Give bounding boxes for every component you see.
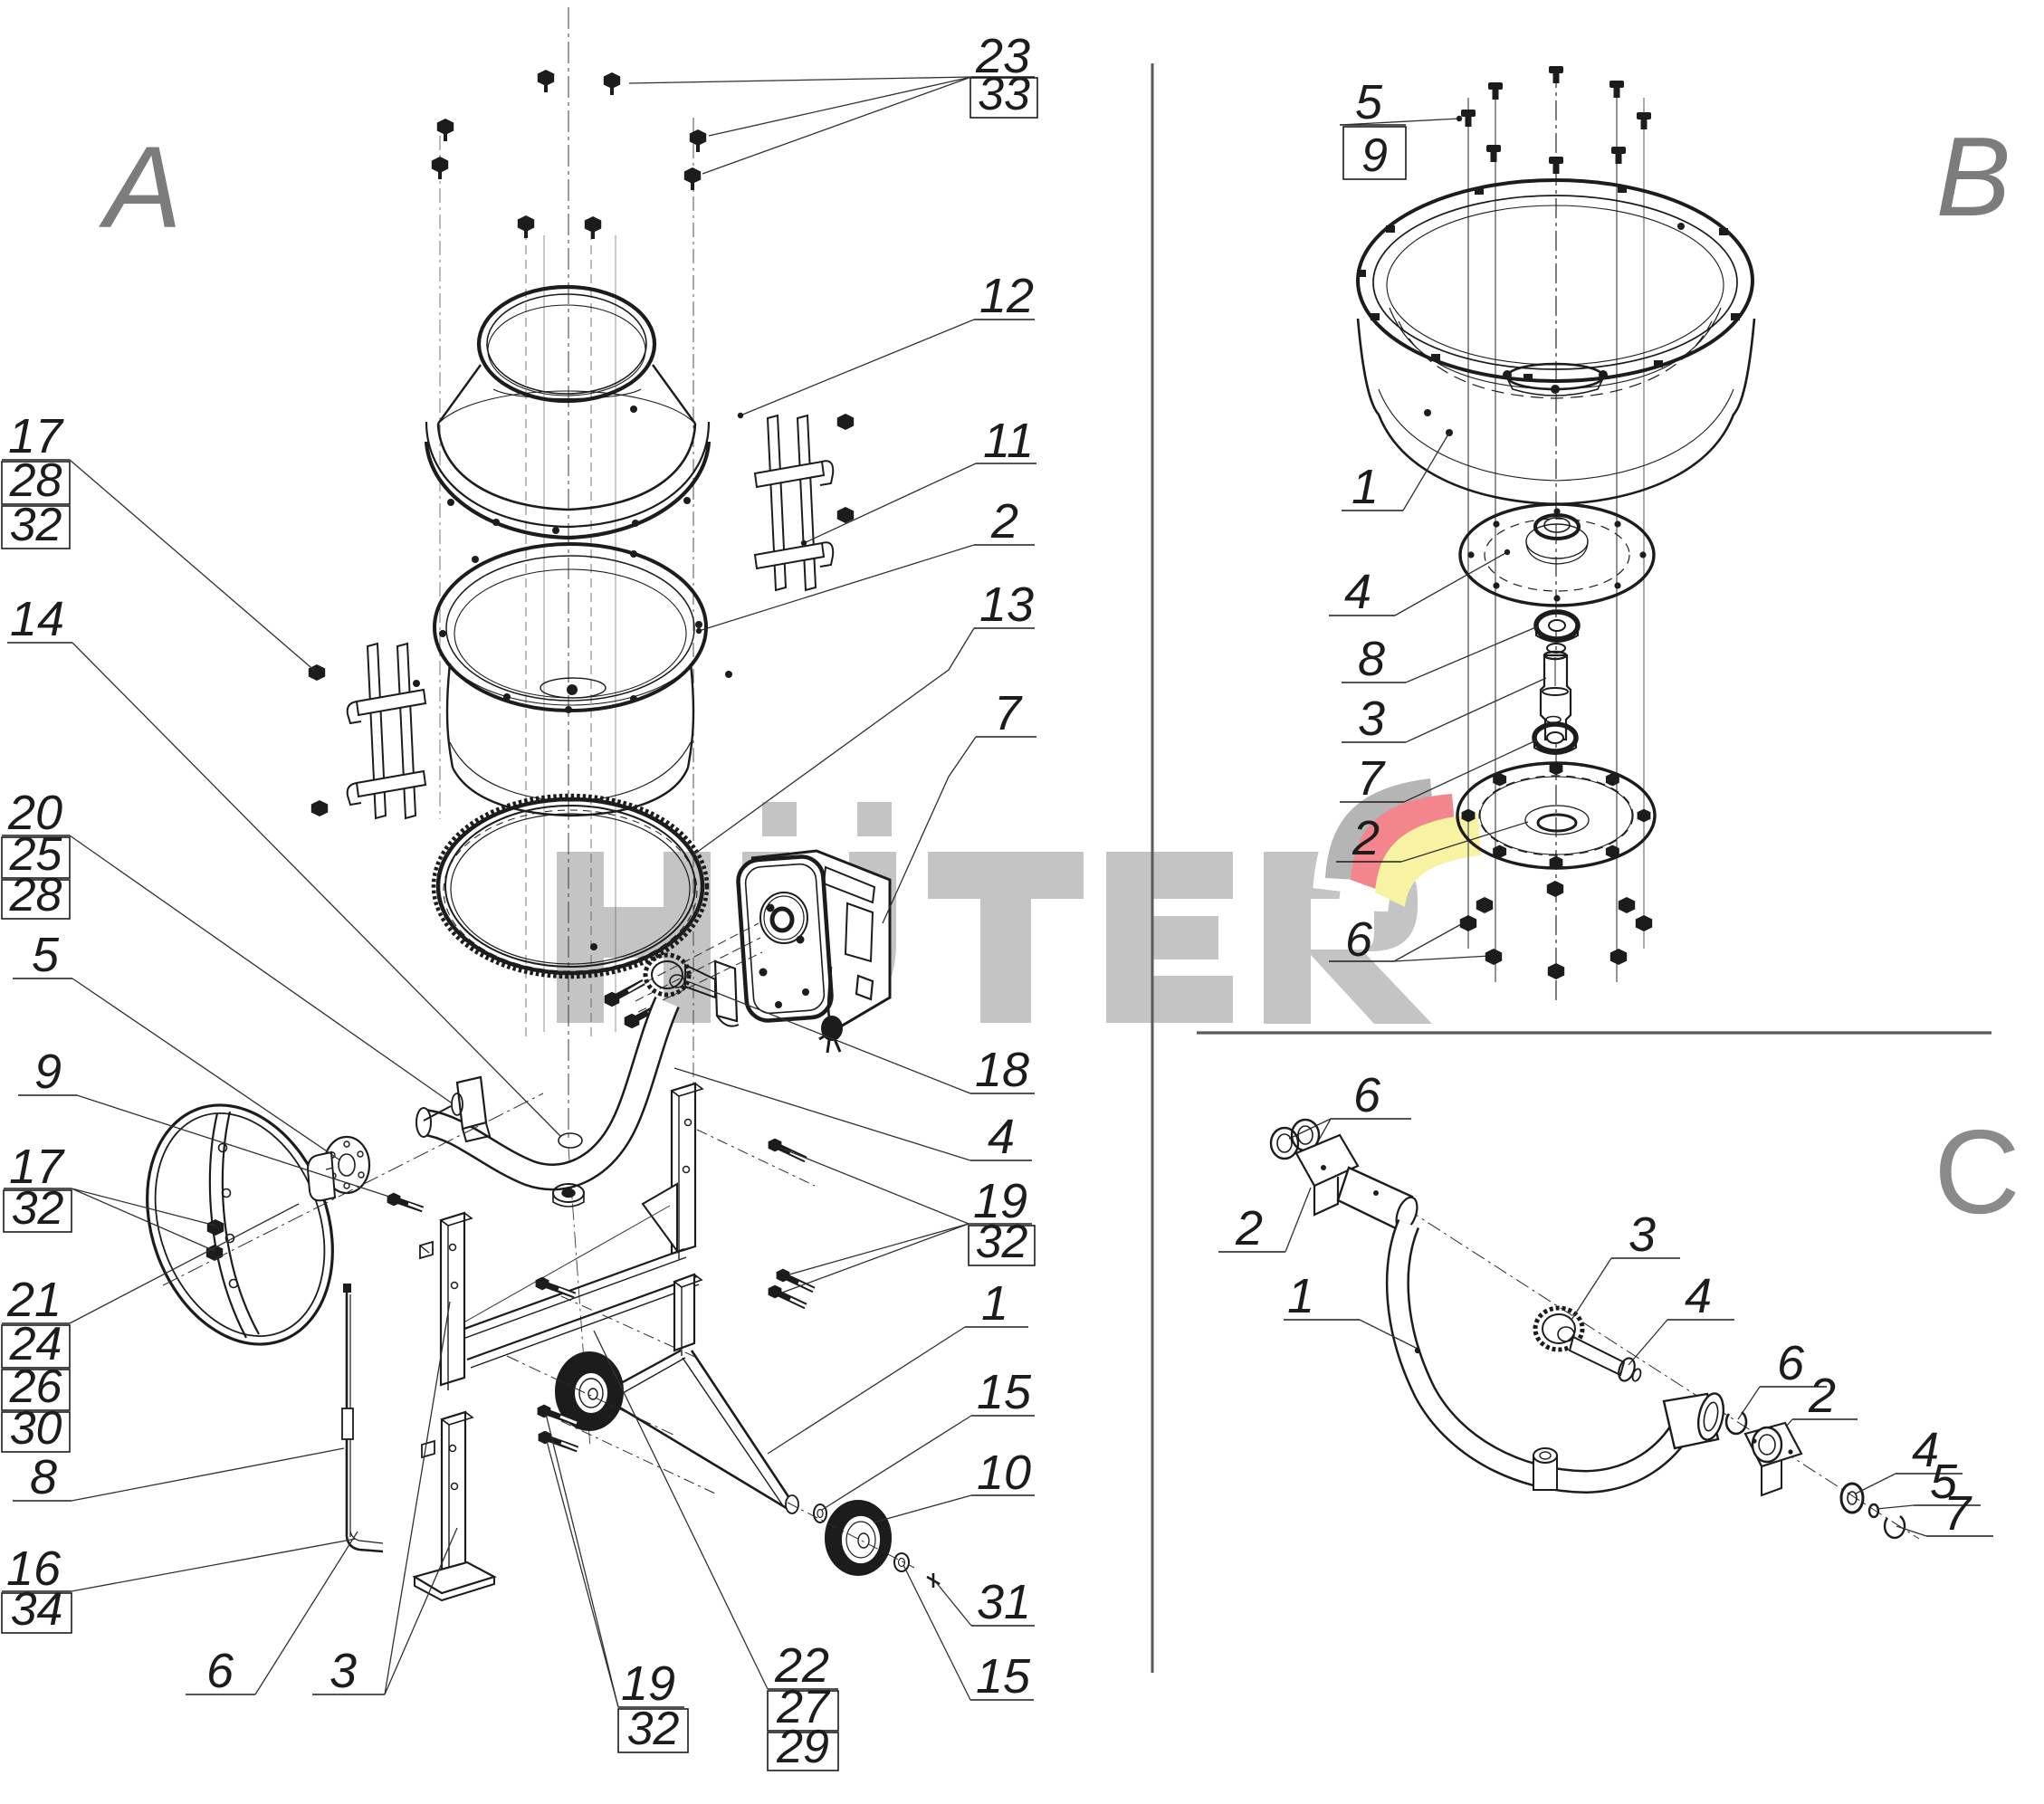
svg-text:32: 32 bbox=[976, 1216, 1028, 1268]
svg-text:22: 22 bbox=[774, 1638, 829, 1693]
svg-text:30: 30 bbox=[10, 1402, 62, 1455]
svg-text:6: 6 bbox=[1345, 912, 1373, 967]
svg-text:2: 2 bbox=[990, 494, 1018, 549]
svg-text:17: 17 bbox=[8, 409, 64, 463]
svg-text:25: 25 bbox=[9, 828, 63, 881]
svg-text:2: 2 bbox=[1808, 1369, 1836, 1423]
svg-text:31: 31 bbox=[977, 1575, 1031, 1629]
svg-text:8: 8 bbox=[1358, 632, 1385, 686]
svg-text:12: 12 bbox=[979, 269, 1034, 323]
svg-text:1: 1 bbox=[981, 1276, 1008, 1331]
svg-text:18: 18 bbox=[975, 1043, 1029, 1097]
svg-text:B: B bbox=[1936, 115, 2011, 240]
svg-text:29: 29 bbox=[776, 1721, 829, 1773]
svg-text:24: 24 bbox=[9, 1318, 62, 1370]
svg-text:4: 4 bbox=[1912, 1423, 1939, 1477]
svg-text:3: 3 bbox=[330, 1644, 357, 1698]
svg-text:9: 9 bbox=[1361, 129, 1388, 182]
svg-text:4: 4 bbox=[1344, 565, 1371, 619]
svg-text:3: 3 bbox=[1629, 1207, 1656, 1262]
svg-text:5: 5 bbox=[1930, 1455, 1958, 1509]
svg-text:21: 21 bbox=[6, 1273, 62, 1327]
svg-text:28: 28 bbox=[9, 454, 62, 507]
svg-text:6: 6 bbox=[206, 1644, 234, 1698]
svg-text:32: 32 bbox=[10, 499, 62, 551]
svg-text:10: 10 bbox=[977, 1446, 1031, 1500]
svg-text:3: 3 bbox=[1358, 692, 1385, 746]
svg-text:5: 5 bbox=[32, 928, 60, 982]
svg-text:14: 14 bbox=[10, 592, 64, 646]
svg-text:C: C bbox=[1934, 1105, 2020, 1238]
svg-text:7: 7 bbox=[994, 686, 1023, 740]
svg-text:8: 8 bbox=[30, 1450, 57, 1504]
svg-text:2: 2 bbox=[1352, 811, 1380, 865]
svg-text:34: 34 bbox=[11, 1583, 63, 1636]
svg-text:11: 11 bbox=[983, 414, 1034, 468]
svg-text:2: 2 bbox=[1235, 1201, 1263, 1255]
svg-text:5: 5 bbox=[1355, 75, 1383, 129]
svg-text:13: 13 bbox=[979, 577, 1034, 632]
svg-text:20: 20 bbox=[7, 786, 62, 840]
svg-text:23: 23 bbox=[975, 29, 1030, 83]
svg-text:33: 33 bbox=[978, 68, 1030, 120]
svg-text:7: 7 bbox=[1357, 751, 1386, 806]
svg-text:A: A bbox=[98, 123, 181, 253]
svg-text:15: 15 bbox=[977, 1365, 1032, 1419]
svg-text:1: 1 bbox=[1287, 1269, 1314, 1323]
svg-text:17: 17 bbox=[9, 1140, 65, 1194]
svg-text:6: 6 bbox=[1777, 1336, 1805, 1390]
svg-text:7: 7 bbox=[1944, 1486, 1972, 1541]
svg-text:4: 4 bbox=[988, 1110, 1015, 1164]
svg-text:19: 19 bbox=[621, 1656, 675, 1711]
svg-text:4: 4 bbox=[1685, 1269, 1712, 1323]
svg-text:1: 1 bbox=[1352, 460, 1379, 514]
svg-text:16: 16 bbox=[6, 1542, 62, 1596]
svg-text:9: 9 bbox=[34, 1045, 62, 1099]
svg-text:15: 15 bbox=[976, 1649, 1031, 1704]
svg-text:32: 32 bbox=[12, 1182, 64, 1235]
svg-text:6: 6 bbox=[1353, 1068, 1381, 1122]
svg-text:27: 27 bbox=[776, 1681, 831, 1733]
svg-text:28: 28 bbox=[9, 869, 62, 921]
svg-text:26: 26 bbox=[9, 1360, 62, 1413]
svg-text:19: 19 bbox=[973, 1174, 1027, 1228]
svg-text:32: 32 bbox=[627, 1703, 680, 1755]
